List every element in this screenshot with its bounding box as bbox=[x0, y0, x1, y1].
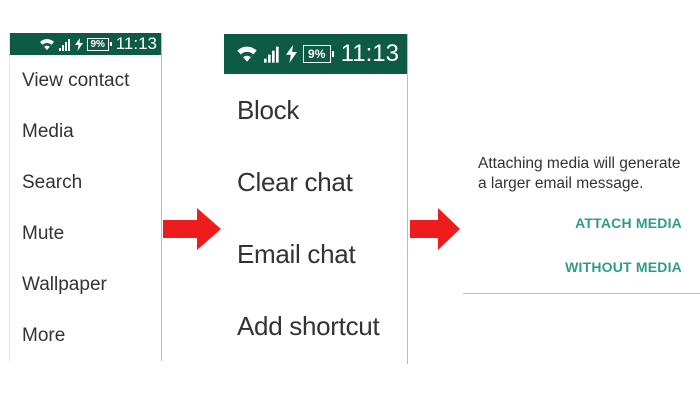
wifi-icon bbox=[236, 45, 258, 63]
arrow-shape bbox=[163, 208, 221, 250]
status-time: 11:13 bbox=[115, 34, 157, 53]
charging-bolt-icon bbox=[74, 37, 83, 51]
without-media-button[interactable]: WITHOUT MEDIA bbox=[565, 259, 682, 275]
status-bar: 9% 11:13 bbox=[224, 34, 407, 74]
arrow-right-icon bbox=[410, 208, 462, 255]
menu-item-view-contact[interactable]: View contact bbox=[22, 69, 130, 91]
signal-icon bbox=[58, 38, 71, 51]
dialog-message: Attaching media will generate a larger e… bbox=[478, 155, 681, 192]
menu-item-email-chat[interactable]: Email chat bbox=[237, 238, 356, 269]
charging-bolt-icon bbox=[285, 45, 297, 63]
menu-item-block[interactable]: Block bbox=[237, 94, 300, 125]
battery-indicator: 9% bbox=[302, 45, 334, 63]
overflow-menu: View contact Media Search Mute Wallpaper… bbox=[22, 55, 161, 361]
menu-item-media[interactable]: Media bbox=[22, 120, 74, 142]
signal-icon bbox=[263, 45, 280, 63]
menu-screen-2: 9% 11:13 Block Clear chat Email chat Add… bbox=[224, 34, 408, 364]
menu-item-add-shortcut[interactable]: Add shortcut bbox=[237, 310, 380, 341]
status-bar: 9% 11:13 bbox=[10, 33, 161, 55]
email-media-dialog: Attaching media will generate a larger e… bbox=[463, 134, 700, 294]
attach-media-button[interactable]: ATTACH MEDIA bbox=[575, 215, 682, 231]
more-submenu: Block Clear chat Email chat Add shortcut bbox=[237, 74, 407, 362]
menu-item-mute[interactable]: Mute bbox=[22, 222, 65, 244]
arrow-shape bbox=[410, 208, 460, 250]
arrow-right-icon bbox=[163, 208, 223, 255]
menu-item-more[interactable]: More bbox=[22, 324, 66, 346]
battery-indicator: 9% bbox=[86, 37, 112, 51]
status-time: 11:13 bbox=[340, 40, 399, 67]
menu-item-wallpaper[interactable]: Wallpaper bbox=[22, 273, 107, 295]
menu-screen-1: 9% 11:13 View contact Media Search Mute … bbox=[9, 33, 162, 361]
menu-item-clear-chat[interactable]: Clear chat bbox=[237, 166, 353, 197]
menu-item-search[interactable]: Search bbox=[22, 171, 83, 193]
wifi-icon bbox=[39, 38, 55, 51]
